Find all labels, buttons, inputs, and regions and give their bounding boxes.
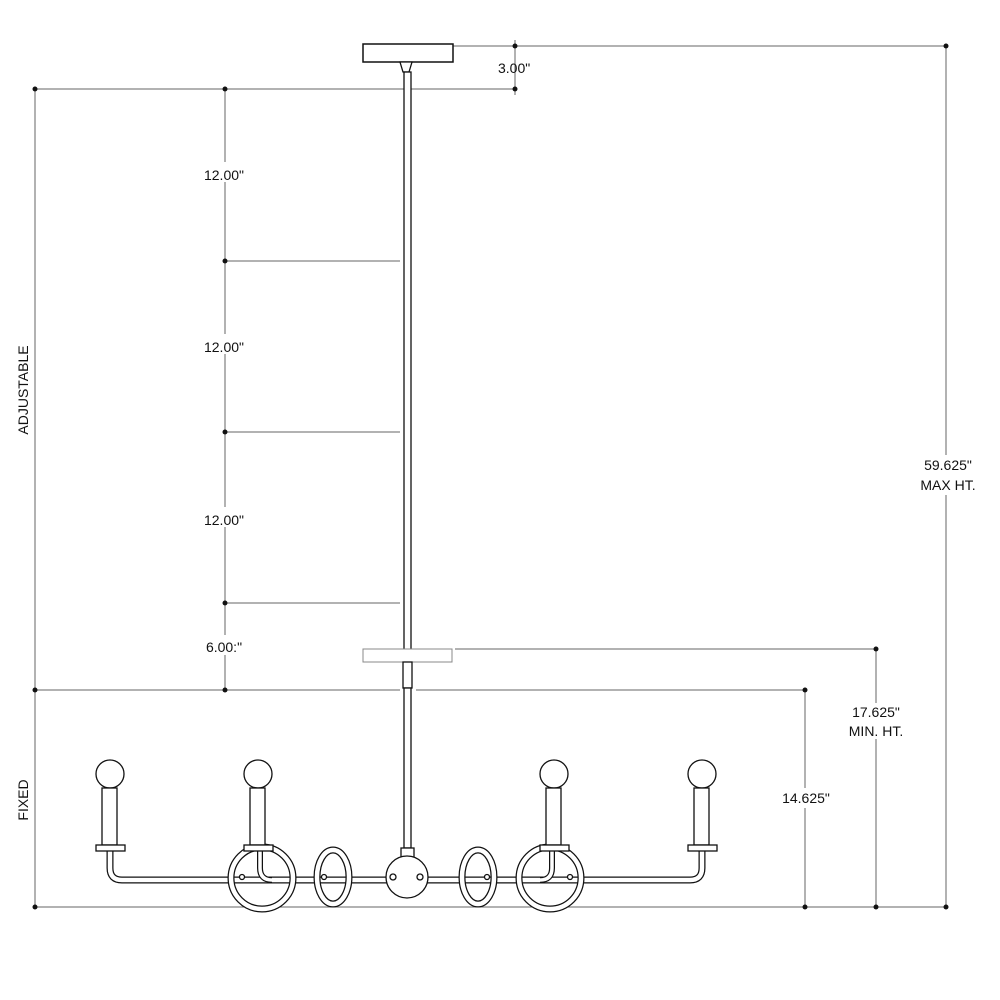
dimension-dots [32,43,949,910]
segment-1-label: 12.00" [204,167,244,183]
candle-2 [243,759,274,852]
fixed-label: FIXED [15,779,31,820]
adjustable-label: ADJUSTABLE [15,345,31,434]
center-hub [385,855,429,899]
segment-3-label: 12.00" [204,512,244,528]
dimension-lines [34,40,947,908]
candle-1 [95,759,126,852]
segment-2-label: 12.00" [204,339,244,355]
candle-3 [539,759,570,852]
canopy-top [362,43,454,63]
fixed-height-value: 14.625" [782,790,830,806]
min-height-label: MIN. HT. [849,723,903,739]
max-height-label: MAX HT. [920,477,975,493]
segment-4-label: 6.00:" [206,639,242,655]
canopy-height-label: 3.00" [498,60,530,76]
candle-4 [687,759,718,852]
stem-rod [403,71,412,653]
min-height-value: 17.625" [852,704,900,720]
max-height-value: 59.625" [924,457,972,473]
canopy-min-position [362,648,453,663]
chandelier-fixture [95,43,718,913]
